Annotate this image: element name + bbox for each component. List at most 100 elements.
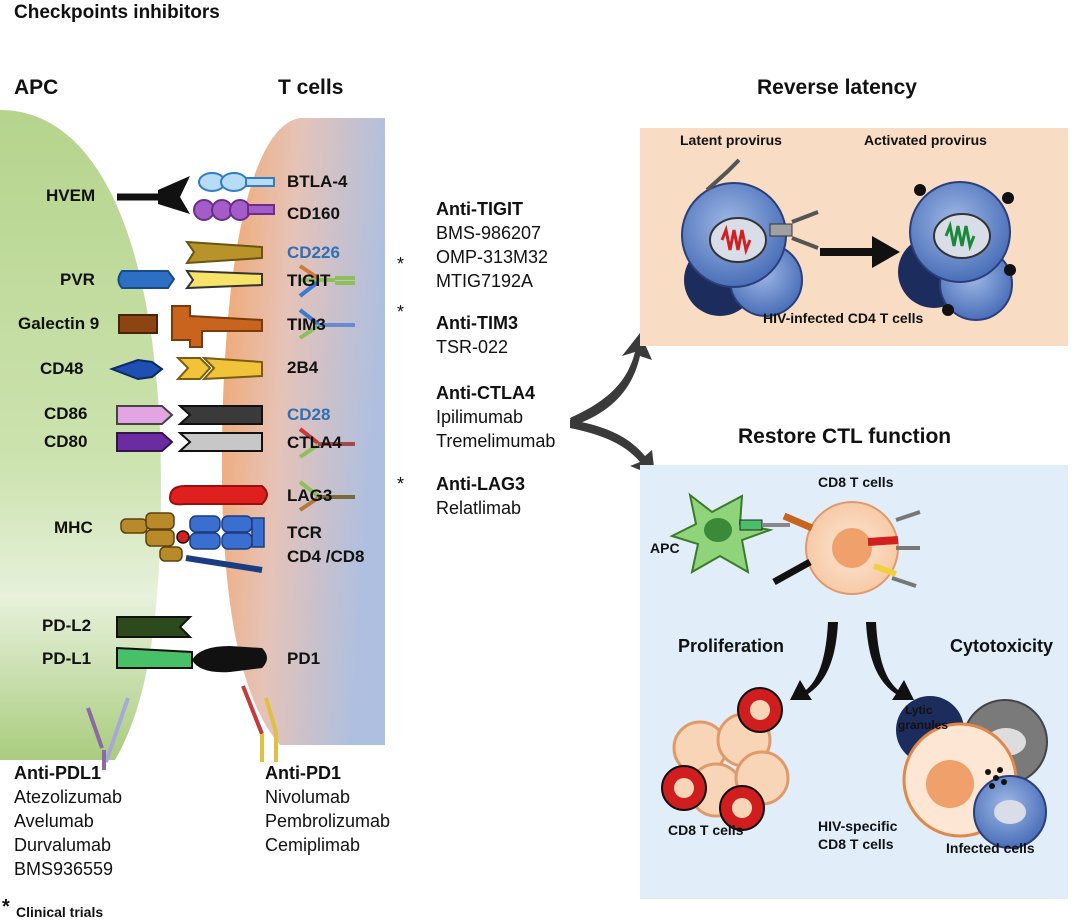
label-cd160: CD160 bbox=[287, 204, 340, 223]
label-mhc: MHC bbox=[54, 518, 93, 537]
cd160-receptor bbox=[193, 199, 275, 221]
2b4-receptor bbox=[175, 356, 263, 381]
tim3-receptor bbox=[171, 305, 263, 348]
activation-arrow bbox=[820, 236, 900, 268]
tcells-header: T cells bbox=[278, 76, 344, 99]
label-tim3: TIM3 bbox=[287, 315, 326, 334]
label-2b4: 2B4 bbox=[287, 358, 319, 377]
label-cd28: CD28 bbox=[287, 405, 331, 424]
label-cd4cd8: CD4 /CD8 bbox=[287, 547, 365, 566]
anti-pdl1-block: Anti-PDL1 Atezolizumab Avelumab Durvalum… bbox=[14, 761, 122, 881]
label-tcr: TCR bbox=[287, 523, 322, 542]
hiv-specific-label-1: HIV-specific bbox=[818, 818, 898, 834]
lytic-label: Lytic bbox=[905, 703, 933, 717]
pd1-receptor bbox=[192, 646, 267, 673]
label-cd226: CD226 bbox=[287, 243, 340, 262]
anti-pd1-drug: Pembrolizumab bbox=[265, 811, 391, 831]
label-cd86: CD86 bbox=[44, 404, 88, 423]
pvr-ligand bbox=[117, 270, 176, 289]
label-pdl1: PD-L1 bbox=[42, 649, 92, 668]
label-btla4: BTLA-4 bbox=[287, 172, 348, 191]
anti-pdl1-drug: Atezolizumab bbox=[14, 787, 123, 807]
pdl2-ligand bbox=[116, 616, 193, 638]
label-cd80: CD80 bbox=[44, 432, 88, 451]
cd86-ligand bbox=[116, 405, 174, 425]
cd8-top-label: CD8 T cells bbox=[818, 474, 894, 490]
apc-header: APC bbox=[14, 76, 59, 99]
galectin9-ligand bbox=[118, 314, 158, 334]
anti-tim3-name: Anti-TIM3 bbox=[436, 313, 518, 333]
apc-cell-label: APC bbox=[650, 540, 680, 556]
lag3-receptor bbox=[168, 485, 268, 506]
anti-pdl1-drug: Avelumab bbox=[14, 811, 94, 831]
anti-tigit-drug: MTIG7192A bbox=[436, 271, 534, 291]
anti-tigit-drug: BMS-986207 bbox=[436, 223, 542, 243]
page-title: Checkpoints inhibitors bbox=[14, 2, 220, 23]
label-galectin9: Galectin 9 bbox=[18, 314, 100, 333]
proliferation-arrow bbox=[790, 622, 838, 700]
activated-provirus-label: Activated provirus bbox=[864, 132, 987, 148]
anti-tim3-antibody bbox=[298, 308, 355, 340]
anti-ctla4-drug: Ipilimumab bbox=[436, 407, 524, 427]
hiv-specific-label-2: CD8 T cells bbox=[818, 836, 894, 852]
label-lag3: LAG3 bbox=[287, 486, 333, 505]
cd226-receptor bbox=[184, 240, 263, 265]
anti-lag3-drug: Relatlimab bbox=[436, 498, 522, 518]
anti-pdl1-antibody bbox=[86, 697, 130, 770]
label-pvr: PVR bbox=[60, 270, 95, 289]
anti-lag3-block: Anti-LAG3 Relatlimab bbox=[436, 472, 525, 520]
label-cd48: CD48 bbox=[40, 359, 84, 378]
cd48-ligand bbox=[109, 358, 164, 381]
mhc-tcr-complex bbox=[120, 512, 265, 573]
cytotoxicity-arrow bbox=[866, 622, 914, 700]
asterisk-lag3: * bbox=[397, 474, 405, 494]
anti-tigit-name: Anti-TIGIT bbox=[436, 199, 523, 219]
reverse-latency-caption: HIV-infected CD4 T cells bbox=[763, 310, 924, 326]
arrow-to-reverse-latency bbox=[570, 333, 652, 426]
anti-tim3-drug: TSR-022 bbox=[436, 337, 509, 357]
proliferating-cells bbox=[661, 687, 790, 831]
cd28-receptor bbox=[177, 405, 263, 425]
btla4-receptor bbox=[198, 172, 275, 192]
anti-pd1-antibody bbox=[241, 685, 278, 762]
anti-tigit-drug: OMP-313M32 bbox=[436, 247, 549, 267]
anti-tim3-block: Anti-TIM3 TSR-022 bbox=[436, 311, 518, 359]
label-hvem: HVEM bbox=[46, 186, 96, 205]
anti-pdl1-drug: Durvalumab bbox=[14, 835, 112, 855]
infected-cells-label: Infected cells bbox=[946, 840, 1035, 856]
hvem-ligand bbox=[117, 176, 190, 214]
tigit-receptor bbox=[184, 269, 263, 290]
anti-ctla4-antibody bbox=[298, 427, 355, 459]
anti-pd1-drug: Cemiplimab bbox=[265, 835, 361, 855]
anti-tigit-block: Anti-TIGIT BMS-986207 OMP-313M32 MTIG719… bbox=[436, 197, 548, 293]
anti-lag3-name: Anti-LAG3 bbox=[436, 474, 525, 494]
anti-pd1-name: Anti-PD1 bbox=[265, 763, 341, 783]
cd8-bottom-label: CD8 T cells bbox=[668, 822, 744, 838]
anti-pd1-block: Anti-PD1 Nivolumab Pembrolizumab Cemipli… bbox=[265, 761, 390, 857]
anti-pdl1-drug: BMS936559 bbox=[14, 859, 114, 879]
footnote-clinical-trials: Clinical trials bbox=[16, 904, 104, 920]
latent-provirus-label: Latent provirus bbox=[680, 132, 782, 148]
anti-tigit-antibody bbox=[298, 264, 355, 298]
apc-dendritic-cell bbox=[669, 492, 790, 574]
label-tigit: TIGIT bbox=[287, 271, 331, 290]
label-ctla4: CTLA4 bbox=[287, 433, 342, 452]
cytotoxic-cells bbox=[896, 696, 1048, 849]
anti-ctla4-name: Anti-CTLA4 bbox=[436, 383, 535, 403]
anti-pd1-drug: Nivolumab bbox=[265, 787, 351, 807]
restore-ctl-title: Restore CTL function bbox=[738, 425, 952, 448]
activated-cells bbox=[898, 181, 1016, 321]
pdl1-ligand bbox=[116, 646, 193, 669]
granules-label: granules bbox=[898, 718, 949, 732]
anti-ctla4-drug: Tremelimumab bbox=[436, 431, 556, 451]
proliferation-label: Proliferation bbox=[678, 636, 785, 656]
anti-ctla4-block: Anti-CTLA4 Ipilimumab Tremelimumab bbox=[436, 381, 555, 453]
footnote-asterisk: * bbox=[2, 896, 10, 918]
asterisk-tigit: * bbox=[397, 254, 405, 274]
asterisk-tim3: * bbox=[397, 302, 405, 322]
cytotoxicity-label: Cytotoxicity bbox=[950, 636, 1054, 656]
ctla4-receptor bbox=[177, 432, 263, 452]
label-pdl2: PD-L2 bbox=[42, 616, 92, 635]
reverse-latency-title: Reverse latency bbox=[757, 76, 917, 99]
